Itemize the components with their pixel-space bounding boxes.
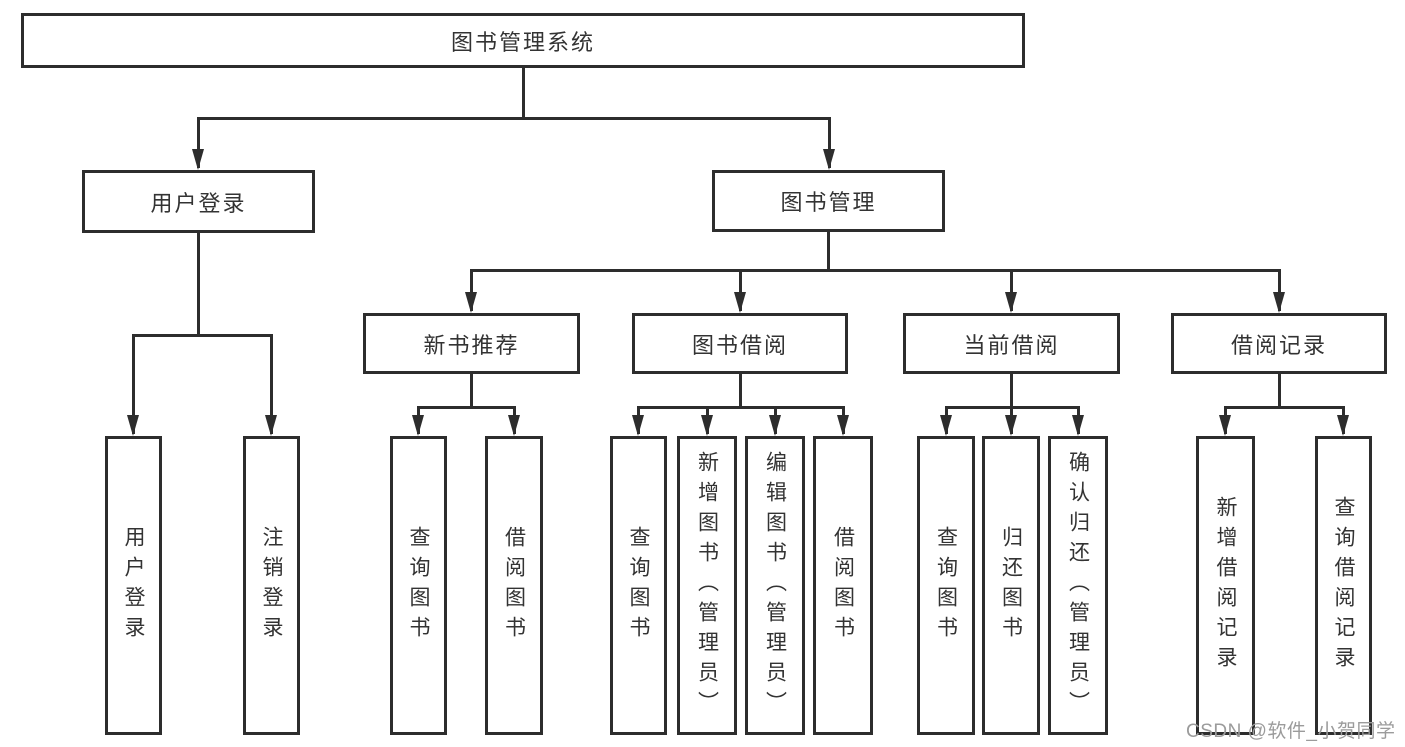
leaf-borrow-book: 借阅图书 [813, 436, 873, 735]
node-label: 查询借阅记录 [1332, 495, 1355, 676]
leaf-add-borrow-record: 新增借阅记录 [1196, 436, 1255, 735]
node-borrow-records: 借阅记录 [1171, 313, 1387, 374]
arrowhead-down-icon [1004, 292, 1017, 313]
connector-line [738, 270, 742, 311]
connector-line [827, 118, 831, 168]
connector-line [1277, 270, 1281, 311]
connector-line [131, 333, 273, 337]
csdn-watermark: CSDN @软件_小贺同学 [1186, 721, 1396, 742]
node-new-book-recommend: 新书推荐 [363, 313, 580, 374]
arrowhead-down-icon [1218, 415, 1231, 436]
arrowhead-down-icon [733, 292, 746, 313]
node-label: 用户登录 [122, 525, 145, 646]
leaf-borrow-book-recommend: 借阅图书 [485, 436, 543, 735]
connector-line [738, 374, 742, 407]
leaf-add-book-admin: 新增图书（管理员） [677, 436, 737, 735]
leaf-edit-book-admin: 编辑图书（管理员） [745, 436, 805, 735]
node-label: 用户登录 [150, 190, 247, 216]
leaf-confirm-return-admin: 确认归还（管理员） [1048, 436, 1108, 735]
connector-line [469, 270, 473, 311]
arrowhead-down-icon [631, 415, 644, 436]
arrowhead-down-icon [1071, 415, 1084, 436]
node-label: 图书管理系统 [450, 29, 595, 55]
node-book-borrowing: 图书借阅 [632, 313, 848, 374]
connector-line [196, 118, 200, 168]
node-current-borrowing: 当前借阅 [903, 313, 1120, 374]
arrowhead-down-icon [822, 149, 835, 170]
connector-line [469, 268, 1281, 272]
connector-line [1223, 405, 1345, 409]
node-book-management: 图书管理 [712, 170, 945, 232]
node-label: 当前借阅 [963, 332, 1060, 358]
node-label: 编辑图书（管理员） [763, 450, 787, 721]
node-label: 新增图书（管理员） [695, 450, 719, 721]
node-label: 注销登录 [260, 525, 283, 646]
arrowhead-down-icon [939, 415, 952, 436]
connector-line [269, 335, 273, 434]
connector-line [416, 405, 516, 409]
leaf-query-book-recommend: 查询图书 [390, 436, 447, 735]
connector-line [521, 68, 525, 118]
connector-line [131, 335, 135, 434]
leaf-query-book-borrowing: 查询图书 [610, 436, 667, 735]
node-user-login: 用户登录 [82, 170, 315, 233]
node-label: 查询图书 [627, 525, 650, 646]
node-label: 图书管理 [780, 190, 877, 215]
node-label: 归还图书 [999, 525, 1023, 646]
leaf-user-login: 用户登录 [105, 436, 162, 735]
node-label: 图书借阅 [691, 332, 788, 358]
node-label: 新书推荐 [423, 332, 520, 358]
arrowhead-down-icon [1272, 292, 1285, 313]
node-label: 借阅图书 [502, 525, 526, 646]
arrowhead-down-icon [191, 149, 204, 170]
leaf-return-book: 归还图书 [982, 436, 1040, 735]
connector-line [1009, 270, 1013, 311]
arrowhead-down-icon [768, 415, 781, 436]
leaf-query-borrow-record: 查询借阅记录 [1315, 436, 1372, 735]
arrowhead-down-icon [126, 415, 139, 436]
node-label: 新增借阅记录 [1214, 495, 1237, 676]
arrowhead-down-icon [507, 415, 520, 436]
node-label: 确认归还（管理员） [1066, 450, 1090, 721]
node-label: 查询图书 [934, 525, 958, 646]
connector-line [1277, 374, 1281, 407]
connector-line [469, 374, 473, 407]
connector-line [636, 405, 845, 409]
node-label: 查询图书 [407, 525, 430, 646]
arrowhead-down-icon [464, 292, 477, 313]
arrowhead-down-icon [836, 415, 849, 436]
arrowhead-down-icon [411, 415, 424, 436]
node-library-management-system: 图书管理系统 [21, 13, 1025, 68]
leaf-query-book-current: 查询图书 [917, 436, 975, 735]
connector-line [826, 232, 830, 270]
leaf-logout: 注销登录 [243, 436, 300, 735]
connector-line [196, 116, 831, 120]
arrowhead-down-icon [1336, 415, 1349, 436]
arrowhead-down-icon [1004, 415, 1017, 436]
node-label: 借阅图书 [831, 525, 855, 646]
connector-line [1009, 374, 1013, 407]
connector-line [196, 233, 200, 335]
node-label: 借阅记录 [1230, 332, 1327, 358]
arrowhead-down-icon [264, 415, 277, 436]
arrowhead-down-icon [700, 415, 713, 436]
